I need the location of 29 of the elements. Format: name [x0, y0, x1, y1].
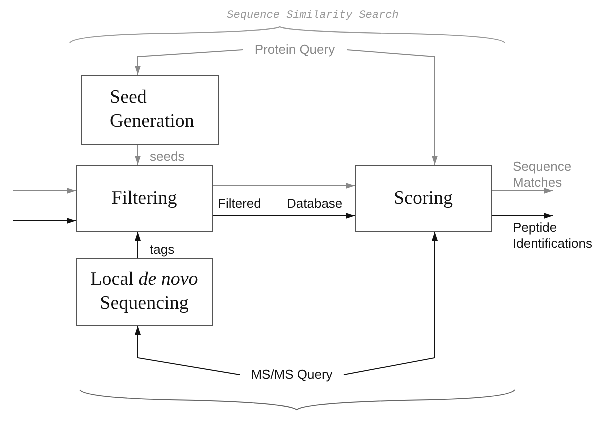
line-label: Database [287, 197, 343, 210]
process-box [76, 258, 213, 326]
arrow [135, 232, 141, 258]
line-label: Filtered [218, 197, 262, 210]
arrow [212, 213, 356, 219]
box-label: Filtering [112, 186, 178, 210]
diagram-title: Sequence Similarity Search [227, 10, 399, 22]
arrow [346, 50, 438, 166]
node-label: MS/MS Query [240, 366, 344, 384]
arrow [344, 232, 438, 376]
arrow [12, 188, 76, 194]
box-label: Local de novo Sequencing [90, 268, 200, 316]
arrow [12, 218, 76, 224]
box-label: Scoring [394, 186, 454, 210]
arrow [135, 326, 240, 376]
node-label: Protein Query [243, 41, 347, 59]
process-box [355, 165, 492, 232]
arrow [135, 50, 244, 76]
node-label: Peptide Identifications [513, 216, 596, 252]
arrow [492, 188, 554, 194]
edge-label: seeds [150, 150, 185, 163]
node-label: Sequence Matches [513, 159, 593, 191]
process-box [81, 75, 219, 145]
arrow [212, 183, 356, 189]
arrow [135, 144, 141, 166]
box-label: Seed Generation [110, 86, 196, 134]
edge-label: tags [150, 243, 175, 256]
arrow [492, 213, 554, 219]
process-box [76, 165, 213, 232]
